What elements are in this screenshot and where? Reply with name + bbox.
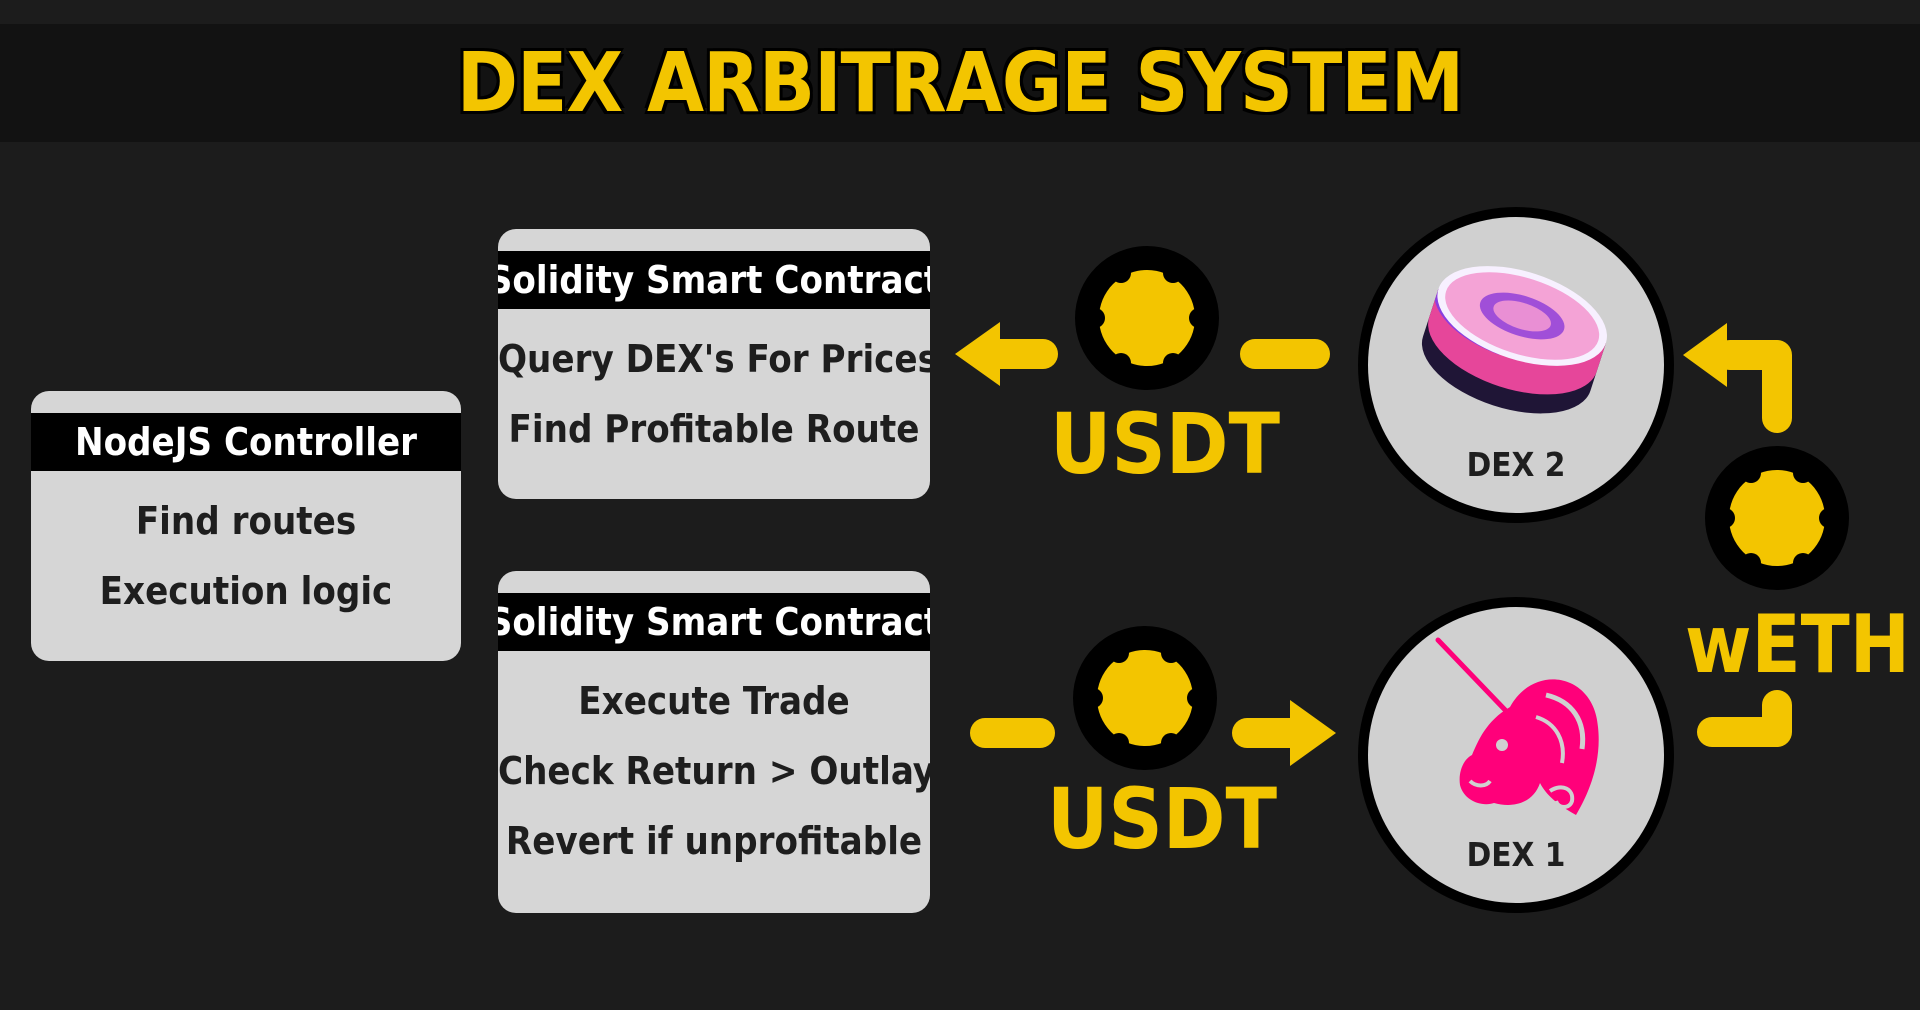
arrow-icon xyxy=(1232,700,1336,766)
dex-2-label: DEX 2 xyxy=(1466,445,1566,484)
title-bar xyxy=(0,24,1920,142)
arrow-icon xyxy=(1697,690,1792,747)
smart-contract-execute-box: Solidity Smart Contract Execute Trade Ch… xyxy=(498,571,930,913)
nodejs-controller-box: NodeJS Controller Find routes Execution … xyxy=(31,391,461,661)
token-coin-icon xyxy=(1705,446,1849,590)
box-header: NodeJS Controller xyxy=(31,413,461,471)
box-line: Find routes xyxy=(135,499,357,543)
smart-contract-query-box: Solidity Smart Contract Query DEX's For … xyxy=(498,229,930,499)
token-label-bottom: USDT xyxy=(1047,770,1278,868)
unicorn-logo xyxy=(1435,637,1599,815)
token-label-right: wETH xyxy=(1685,598,1910,691)
token-coin-icon xyxy=(1075,246,1219,390)
page-title: DEX ARBITRAGE SYSTEM xyxy=(456,35,1464,131)
token-label-top: USDT xyxy=(1050,395,1281,493)
box-line: Execute Trade xyxy=(578,679,850,723)
box-line: Check Return > Outlay xyxy=(498,749,930,793)
box-header: Solidity Smart Contract xyxy=(498,593,930,651)
box-line: Revert if unprofitable xyxy=(505,819,923,863)
box-line: Query DEX's For Prices xyxy=(498,337,930,381)
box-line: Find Profitable Route xyxy=(508,407,920,451)
box-header: Solidity Smart Contract xyxy=(498,251,930,309)
sushi-roll-logo xyxy=(1421,266,1607,414)
arrow-icon xyxy=(955,322,1058,386)
dex-1-label: DEX 1 xyxy=(1466,835,1566,874)
box-line: Execution logic xyxy=(99,569,393,613)
arrow-icon xyxy=(1683,323,1792,433)
token-coin-icon xyxy=(1073,626,1217,770)
